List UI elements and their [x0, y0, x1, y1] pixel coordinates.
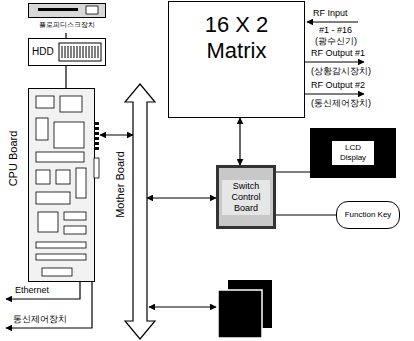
- matrix-title: 16 X 2 Matrix: [192, 12, 282, 64]
- rf-output-line: [305, 61, 364, 62]
- key-label: Function Key: [345, 210, 392, 220]
- mother-board-bus: Mother Board: [133, 84, 147, 339]
- floppy-drive: 플로피디스크장치: [28, 2, 106, 33]
- device-name: (상황감시장치): [310, 66, 372, 77]
- port-name: Ethernet: [14, 285, 50, 296]
- rf-input-line: [307, 21, 358, 22]
- channel-range: #1 - #16: [318, 25, 353, 36]
- function-key-box: Function Key: [336, 201, 400, 229]
- io-board: [218, 290, 262, 338]
- connector: [100, 134, 133, 135]
- device-name: (광수신기): [314, 36, 358, 47]
- device-name: (통신제어장치): [310, 98, 372, 109]
- comm-line: [6, 282, 92, 328]
- connector: [239, 118, 240, 165]
- switch-control-box: Switch Control Board: [216, 165, 276, 229]
- cpu-board: CPU Board: [28, 88, 100, 282]
- bus-arrow: [149, 306, 216, 307]
- node-shape: [28, 88, 100, 282]
- connector: [65, 66, 66, 88]
- hdd-box: HDD: [28, 38, 106, 66]
- rf-output-line: [305, 93, 364, 94]
- node-shape: [125, 84, 155, 339]
- connector: [147, 197, 216, 198]
- bus-title: Mother Board: [113, 151, 126, 218]
- lcd-label: LCD Display: [332, 141, 374, 165]
- ethernet-line: [6, 282, 80, 299]
- port-name: 통신제어장치: [12, 314, 68, 325]
- signal-name: RF Input: [312, 8, 349, 19]
- device-label: HDD: [32, 46, 54, 58]
- board-title: CPU Board: [7, 130, 20, 186]
- device-label: 플로피디스크장치: [28, 20, 106, 30]
- signal-name: RF Output #1: [310, 48, 366, 59]
- node-shape: [28, 2, 106, 20]
- lcd-display: LCD Display: [310, 128, 396, 178]
- connector: [276, 214, 336, 215]
- connector: [276, 171, 310, 172]
- board-label: Switch Control Board: [222, 180, 270, 215]
- signal-name: RF Output #2: [310, 80, 366, 91]
- matrix-box: 16 X 2 Matrix: [168, 1, 305, 118]
